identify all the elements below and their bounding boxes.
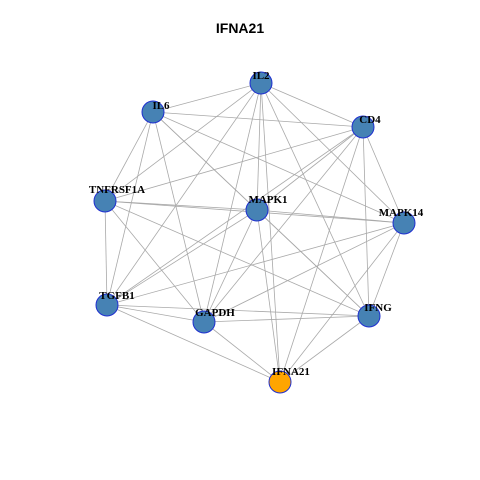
edge-il2-ifng [260, 82, 370, 317]
node-circle[interactable] [95, 293, 119, 317]
edge-mapk14-ifna21 [279, 222, 405, 383]
edge-il6-mapk14 [152, 111, 405, 224]
edge-gapdh-ifng [203, 315, 370, 323]
edge-tnfrsf1a-tgfb1 [104, 200, 108, 306]
edge-il2-cd4 [260, 82, 364, 128]
node-label: MAPK14 [379, 207, 424, 219]
edge-il6-cd4 [152, 111, 364, 128]
edge-mapk1-gapdh [203, 209, 258, 323]
edge-il2-mapk14 [260, 82, 405, 224]
edge-layer [104, 82, 405, 383]
edge-il6-tnfrsf1a [104, 111, 154, 202]
edge-tnfrsf1a-gapdh [104, 200, 205, 323]
node-mapk1[interactable]: MAPK1 [245, 194, 288, 222]
edge-tnfrsf1a-ifng [104, 200, 370, 317]
node-label: TNFRSF1A [89, 184, 145, 196]
node-ifna21[interactable]: IFNA21 [268, 366, 310, 394]
node-circle[interactable] [93, 189, 117, 213]
edge-tgfb1-ifna21 [106, 304, 281, 383]
node-label: MAPK1 [248, 194, 287, 206]
edge-mapk14-ifng [368, 222, 405, 317]
node-circle[interactable] [141, 100, 165, 124]
node-mapk14[interactable]: MAPK14 [379, 207, 424, 235]
node-cd4[interactable]: CD4 [351, 114, 381, 139]
node-ifng[interactable]: IFNG [357, 302, 392, 328]
node-circle[interactable] [357, 304, 381, 328]
node-il2[interactable]: IL2 [249, 70, 273, 95]
edge-cd4-gapdh [203, 126, 364, 323]
edge-mapk14-tgfb1 [106, 222, 405, 306]
edge-mapk1-mapk14 [256, 209, 405, 224]
edge-cd4-tnfrsf1a [104, 126, 364, 202]
node-label: IL6 [152, 100, 170, 112]
edge-mapk1-ifng [256, 209, 370, 317]
edge-cd4-ifng [362, 126, 370, 317]
edge-mapk1-tgfb1 [106, 209, 258, 306]
node-circle[interactable] [268, 370, 292, 394]
node-circle[interactable] [192, 310, 216, 334]
node-tgfb1[interactable]: TGFB1 [95, 290, 135, 317]
node-circle[interactable] [245, 198, 269, 222]
node-label: IFNG [364, 302, 392, 314]
edge-mapk1-ifna21 [256, 209, 281, 383]
edge-il2-gapdh [203, 82, 262, 323]
node-il6[interactable]: IL6 [141, 100, 170, 124]
edge-il2-ifna21 [260, 82, 281, 383]
edge-mapk14-gapdh [203, 222, 405, 323]
edge-il2-il6 [152, 82, 262, 113]
edge-cd4-mapk14 [362, 126, 405, 224]
node-label: CD4 [359, 114, 381, 126]
edge-cd4-ifna21 [279, 126, 364, 383]
edge-cd4-tgfb1 [106, 126, 364, 306]
edge-tgfb1-ifng [106, 304, 370, 317]
edge-il6-gapdh [152, 111, 205, 323]
edge-il2-tnfrsf1a [104, 82, 262, 202]
edge-cd4-mapk1 [256, 126, 364, 211]
node-label: TGFB1 [99, 290, 134, 302]
node-label: IFNA21 [272, 366, 310, 378]
node-circle[interactable] [249, 71, 273, 95]
edge-gapdh-ifna21 [203, 321, 281, 383]
edge-ifng-ifna21 [279, 315, 370, 383]
node-label: IL2 [252, 70, 270, 82]
edge-il2-mapk1 [256, 82, 262, 211]
edge-il6-tgfb1 [106, 111, 154, 306]
edge-il2-tgfb1 [106, 82, 262, 306]
node-tnfrsf1a[interactable]: TNFRSF1A [89, 184, 145, 213]
node-circle[interactable] [351, 115, 375, 139]
node-label: GAPDH [195, 307, 235, 319]
node-circle[interactable] [392, 211, 416, 235]
graph-title: IFNA21 [215, 20, 265, 36]
node-gapdh[interactable]: GAPDH [192, 307, 235, 334]
edge-tgfb1-gapdh [106, 304, 205, 323]
